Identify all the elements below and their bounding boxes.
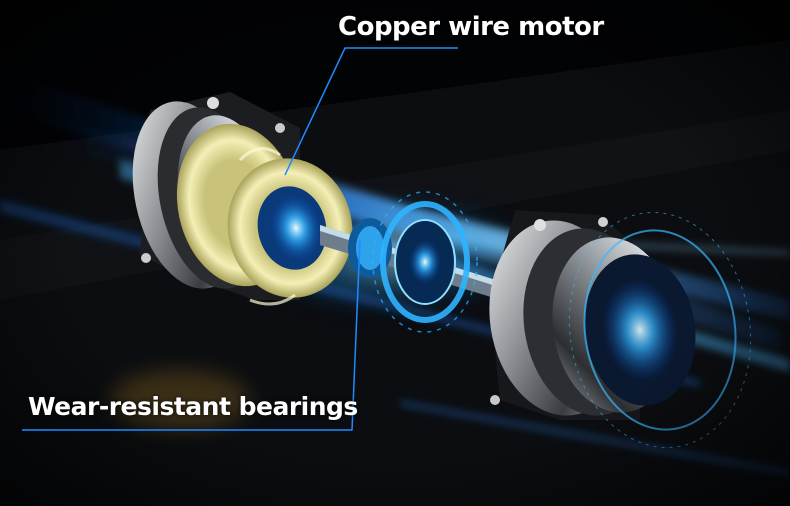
wear-resistant-bearings-label: Wear-resistant bearings: [28, 392, 358, 421]
top-callout-line: [284, 47, 458, 176]
copper-wire-motor-label: Copper wire motor: [338, 12, 604, 42]
bottom-callout-line: [22, 239, 361, 431]
